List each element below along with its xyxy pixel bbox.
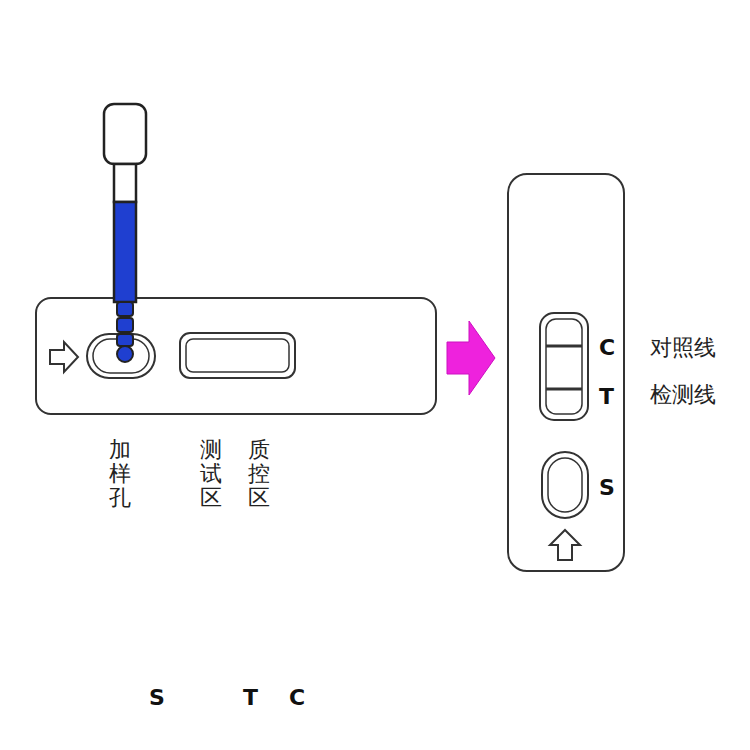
zone-letter: S [599, 477, 615, 499]
drop [117, 346, 133, 362]
zone-letter: T [243, 687, 258, 709]
result-window [180, 333, 295, 378]
flow-arrow [50, 342, 78, 372]
test-line [546, 388, 582, 391]
zone-letter: C [599, 337, 615, 359]
dropper-neck [114, 164, 136, 202]
zone-label: 质控区 [248, 438, 270, 511]
sample-well [87, 334, 155, 378]
zone-letter: C [289, 687, 305, 709]
flow-arrow [550, 530, 580, 560]
sample-well [542, 452, 588, 518]
zone-letter: T [599, 386, 614, 408]
arrow-shape [447, 321, 495, 395]
control-line [546, 345, 582, 348]
test-cassette: STC [35, 297, 437, 415]
drop [117, 334, 133, 346]
zone-label: 加样孔 [109, 438, 131, 511]
drop [117, 318, 133, 332]
drop [117, 302, 133, 316]
zone-label: 对照线 [650, 336, 716, 360]
zone-label: 检测线 [650, 383, 716, 407]
result-window [540, 313, 588, 420]
result-window-inner [186, 339, 289, 372]
process-arrow [447, 321, 495, 395]
sample-well-inner [93, 339, 149, 373]
dropper-bulb [104, 104, 146, 164]
result-window-inner [546, 319, 582, 414]
zone-label: 测试区 [200, 438, 222, 511]
zone-letter: S [149, 687, 165, 709]
sample-well-inner [548, 458, 582, 512]
dropper-liquid [114, 202, 136, 302]
test-cassette: C T S [507, 173, 625, 572]
